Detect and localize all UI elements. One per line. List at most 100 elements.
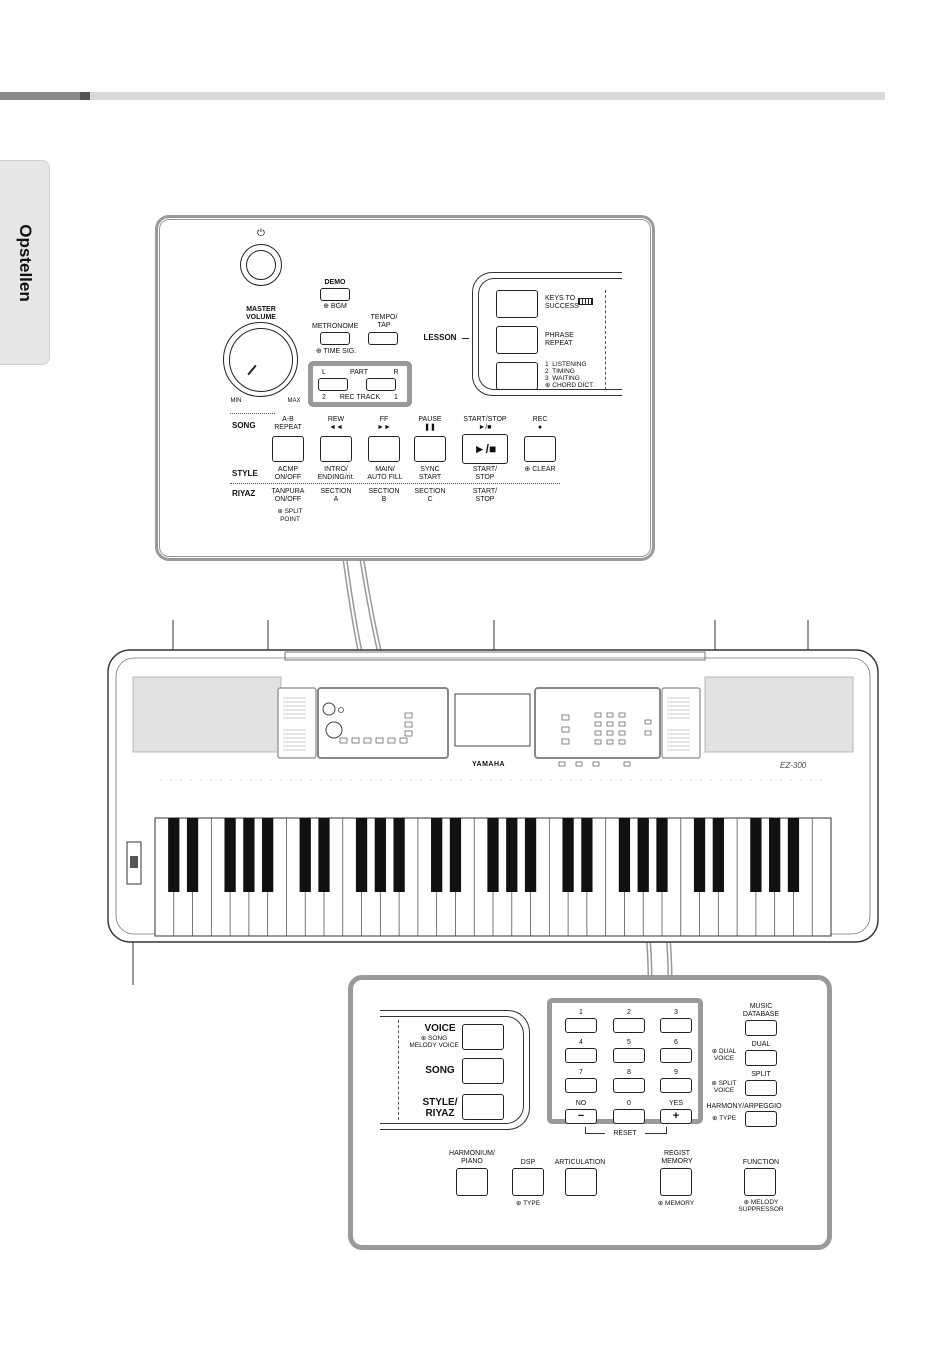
black-key[interactable] [318,818,330,892]
black-key[interactable] [637,818,649,892]
numpad-button[interactable] [660,1048,692,1063]
part-l-button[interactable] [318,378,348,391]
section-a-label: SECTION A [320,488,352,503]
voice-sub-label: ⊕ SONG MELODY VOICE [409,1035,459,1049]
black-key[interactable] [581,818,593,892]
style-riyaz-button[interactable] [462,1094,504,1120]
dsp-button[interactable] [512,1168,544,1196]
numpad-button[interactable] [565,1018,597,1033]
tempo-tap-label: TEMPO/ TAP [370,314,398,329]
bgm-label: ⊕ BGM [323,303,347,310]
harmony-arpeggio-button[interactable] [745,1111,777,1127]
volume-max: MAX [287,398,301,404]
song-label: SONG [425,1065,455,1076]
numpad-button[interactable] [613,1048,645,1063]
part-r-button[interactable] [366,378,396,391]
black-key[interactable] [374,818,386,892]
time-sig-label: ⊕ TIME SIG. [315,348,357,355]
ff-button[interactable] [368,436,400,462]
black-key[interactable] [449,818,462,892]
black-key[interactable] [524,818,537,892]
black-key[interactable] [618,818,631,892]
rec-track-1-label: 1 [394,394,398,401]
rew-label: REW ◄◄ [327,416,345,431]
lesson-step-button[interactable] [496,362,538,390]
numpad-button[interactable]: − [565,1109,597,1124]
function-button[interactable] [744,1168,776,1196]
phrase-repeat-label: PHRASE REPEAT [545,332,574,347]
black-key[interactable] [224,818,236,892]
articulation-button[interactable] [565,1168,597,1196]
header-bar-marker [80,92,90,100]
dual-button[interactable] [745,1050,777,1066]
split-point-label: ⊕ SPLIT POINT [277,508,303,523]
pause-button[interactable] [414,436,446,462]
tempo-tap-button[interactable] [368,332,398,345]
numpad-button[interactable]: + [660,1109,692,1124]
lesson-group-frame-inner [478,278,622,390]
brand-logo: YAMAHA [472,761,506,768]
rec-button[interactable] [524,436,556,462]
regist-memory-button[interactable] [660,1168,692,1196]
start-stop-button[interactable]: ►/■ [462,434,508,464]
black-key[interactable] [186,818,199,892]
power-button[interactable] [240,244,282,286]
black-key[interactable] [656,818,668,892]
demo-button[interactable] [320,288,350,301]
numpad-label: NO [575,1100,587,1107]
numpad-button[interactable] [565,1078,597,1093]
harmonium-piano-button[interactable] [456,1168,488,1196]
black-key[interactable] [299,818,311,892]
metronome-button[interactable] [320,332,350,345]
numpad-button[interactable] [660,1078,692,1093]
black-key[interactable] [769,818,781,892]
black-key[interactable] [262,818,274,892]
black-key[interactable] [787,818,800,892]
song-row-dots [230,413,275,414]
voice-button[interactable] [462,1024,504,1050]
numpad-label: 3 [674,1009,678,1016]
pause-label: PAUSE ❚❚ [418,416,442,431]
numpad-button[interactable] [613,1109,645,1124]
black-key[interactable] [393,818,405,892]
black-key[interactable] [562,818,574,892]
section-tab: Opstellen [0,160,50,365]
black-key[interactable] [487,818,499,892]
numpad-button[interactable] [660,1018,692,1033]
minus-icon: − [577,1110,585,1122]
section-c-label: SECTION C [414,488,446,503]
metronome-label: METRONOME [312,323,359,330]
numpad-label: 9 [674,1069,678,1076]
black-key[interactable] [506,818,518,892]
black-key[interactable] [750,818,762,892]
black-key[interactable] [712,818,724,892]
black-key[interactable] [431,818,443,892]
black-key[interactable] [243,818,255,892]
split-button[interactable] [745,1080,777,1096]
dsp-type-label: ⊕ TYPE [515,1200,541,1207]
numpad-label: 1 [579,1009,583,1016]
music-database-button[interactable] [745,1020,777,1036]
function-label: FUNCTION [742,1159,780,1166]
phrase-repeat-button[interactable] [496,326,538,354]
dual-label: DUAL [751,1041,771,1048]
ab-repeat-button[interactable] [272,436,304,462]
numpad-button[interactable] [613,1018,645,1033]
black-key[interactable] [168,818,180,892]
numpad-button[interactable] [613,1078,645,1093]
lesson-list-label: 1 LISTENING 2 TIMING 3 WAITING ⊕ CHORD D… [545,361,595,389]
numpad-button[interactable] [565,1048,597,1063]
mode-group-frame-inner [380,1016,524,1124]
music-database-label: MUSIC DATABASE [742,1003,780,1018]
master-volume-knob[interactable] [223,322,298,397]
articulation-label: ARTICULATION [554,1159,606,1166]
keys-to-success-button[interactable] [496,290,538,318]
black-key[interactable] [693,818,706,892]
rew-button[interactable] [320,436,352,462]
intro-ending-label: INTRO/ ENDING/rit. [317,466,355,481]
part-l-label: L [322,369,326,376]
split-label: SPLIT [751,1071,771,1078]
black-key[interactable] [355,818,368,892]
song-button[interactable] [462,1058,504,1084]
part-group-frame [308,361,412,407]
